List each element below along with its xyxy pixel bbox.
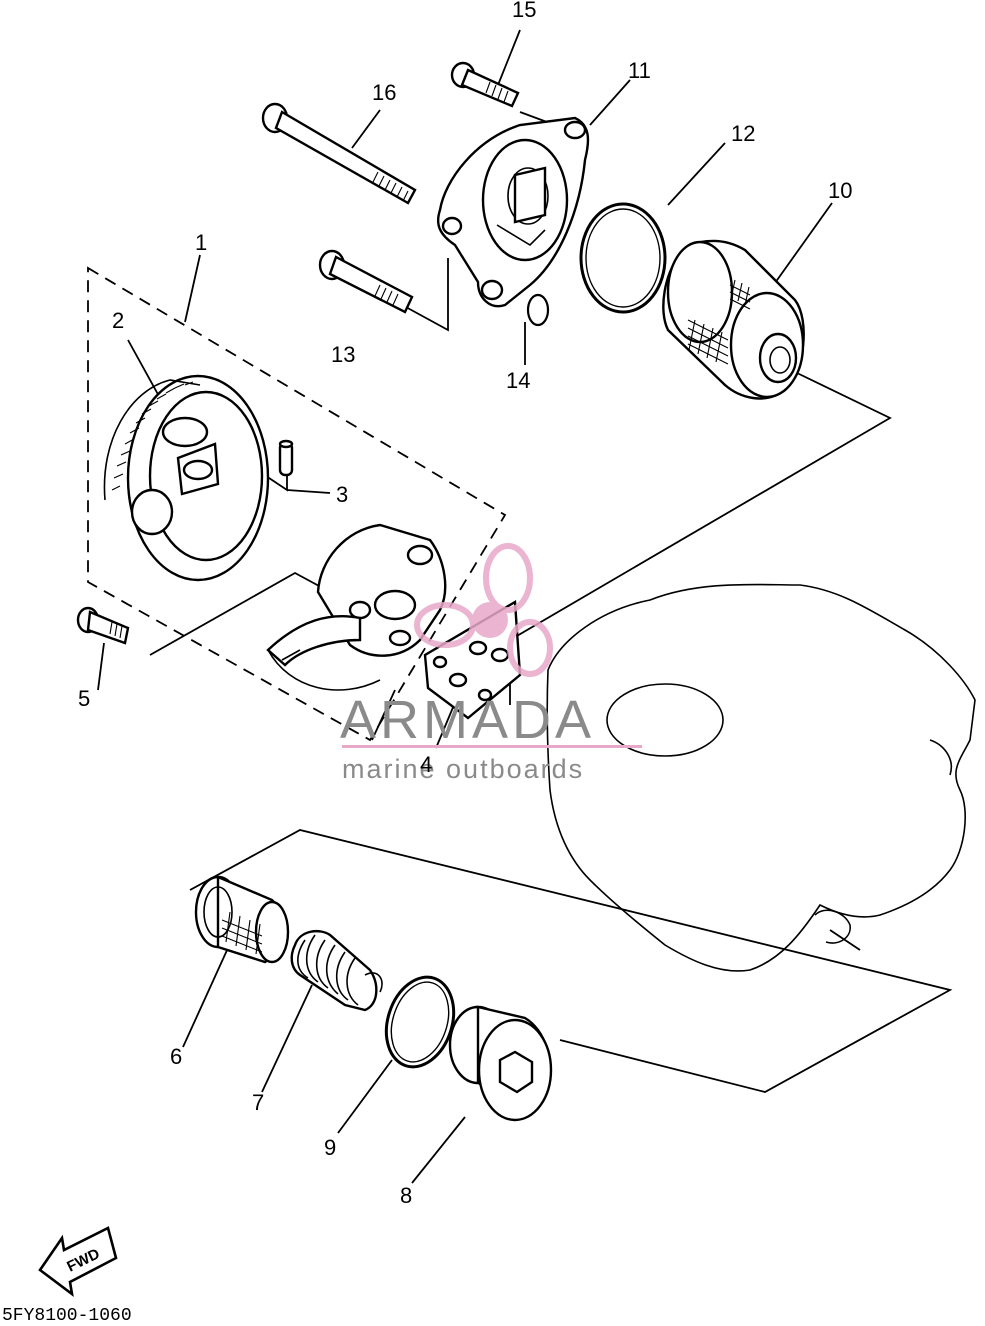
- callout-16: 16: [372, 80, 396, 105]
- callout-14: 14: [506, 368, 530, 393]
- crankcase-outline: [546, 583, 976, 972]
- fwd-arrow-icon: FWD: [38, 1226, 118, 1297]
- part-7-spring[interactable]: [290, 929, 383, 1012]
- callout-3: 3: [336, 482, 348, 507]
- oil-pump-assembly-boundary: [87, 266, 507, 742]
- callout-9: 9: [324, 1135, 336, 1160]
- armada-watermark: ARMADA marine outboards: [340, 543, 642, 784]
- callout-10: 10: [828, 178, 852, 203]
- callout-13: 13: [331, 342, 355, 367]
- oil-pump-body[interactable]: [266, 523, 447, 691]
- watermark-underline: [342, 745, 642, 748]
- part-2-oil-pump-drive-gear[interactable]: [103, 374, 270, 582]
- callout-7: 7: [252, 1090, 264, 1115]
- part-15-bolt[interactable]: [450, 61, 520, 108]
- watermark-subtitle: marine outboards: [342, 754, 584, 784]
- part-3-pin[interactable]: [278, 439, 294, 477]
- part-16-long-bolt[interactable]: [261, 102, 417, 205]
- callout-numbers: 1 2 3 4 5 6 7 8 9 10 11 12 13 14 15 16: [78, 0, 852, 1208]
- callout-6: 6: [170, 1044, 182, 1069]
- callout-5: 5: [78, 686, 90, 711]
- part-8-drain-plug[interactable]: [448, 1005, 553, 1122]
- watermark-title: ARMADA: [340, 690, 595, 750]
- part-14-small-o-ring[interactable]: [526, 293, 550, 327]
- diagram-code: 5FY8100-1060: [2, 1306, 132, 1326]
- callout-15: 15: [512, 0, 536, 22]
- callout-8: 8: [400, 1183, 412, 1208]
- part-12-o-ring[interactable]: [579, 202, 667, 314]
- callout-2: 2: [112, 308, 124, 333]
- callout-1: 1: [195, 230, 207, 255]
- propeller-logo-icon: [414, 543, 553, 677]
- part-6-oil-strainer[interactable]: [194, 875, 290, 964]
- part-13-bolt[interactable]: [318, 249, 414, 314]
- callout-4: 4: [420, 752, 432, 777]
- part-11-oil-filter-cover[interactable]: [436, 116, 590, 308]
- part-5-screw[interactable]: [76, 606, 130, 645]
- callout-11: 11: [628, 58, 651, 83]
- leader-lines: [97, 29, 953, 1184]
- part-10-oil-filter-element[interactable]: [662, 239, 805, 400]
- callout-12: 12: [731, 121, 755, 146]
